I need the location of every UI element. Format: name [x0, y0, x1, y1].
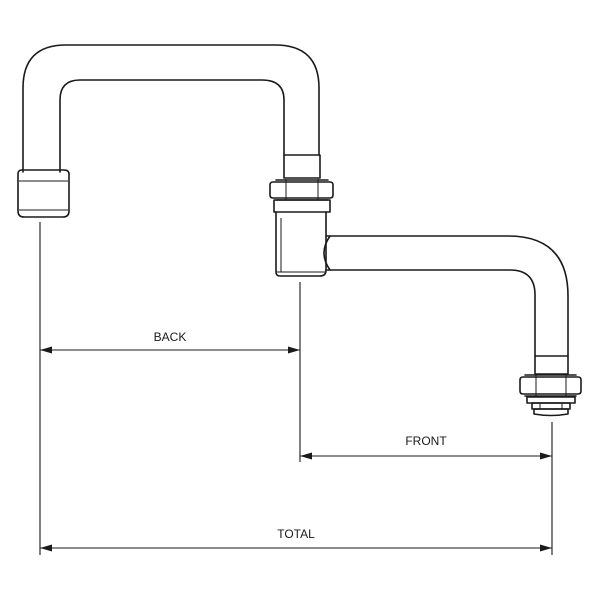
front-spout-tube	[323, 235, 569, 357]
front-arrow-left	[300, 452, 312, 460]
back-dimension-label: BACK	[154, 330, 187, 344]
total-arrow-right	[540, 544, 552, 552]
front-outlet-fitting	[519, 355, 582, 417]
front-arrow-right	[540, 452, 552, 460]
back-dimension: BACK	[40, 330, 300, 354]
front-dimension-label: FRONT	[405, 434, 447, 448]
total-dimension: TOTAL	[40, 527, 552, 552]
front-dimension: FRONT	[300, 434, 552, 460]
back-arrow-left	[40, 346, 52, 354]
extension-lines	[39, 222, 553, 555]
total-dimension-label: TOTAL	[277, 527, 315, 541]
back-outlet-nozzle	[17, 169, 70, 218]
back-arrow-right	[288, 346, 300, 354]
back-spout-tube	[22, 44, 320, 173]
center-mounting-body	[269, 154, 334, 277]
total-arrow-left	[40, 544, 52, 552]
